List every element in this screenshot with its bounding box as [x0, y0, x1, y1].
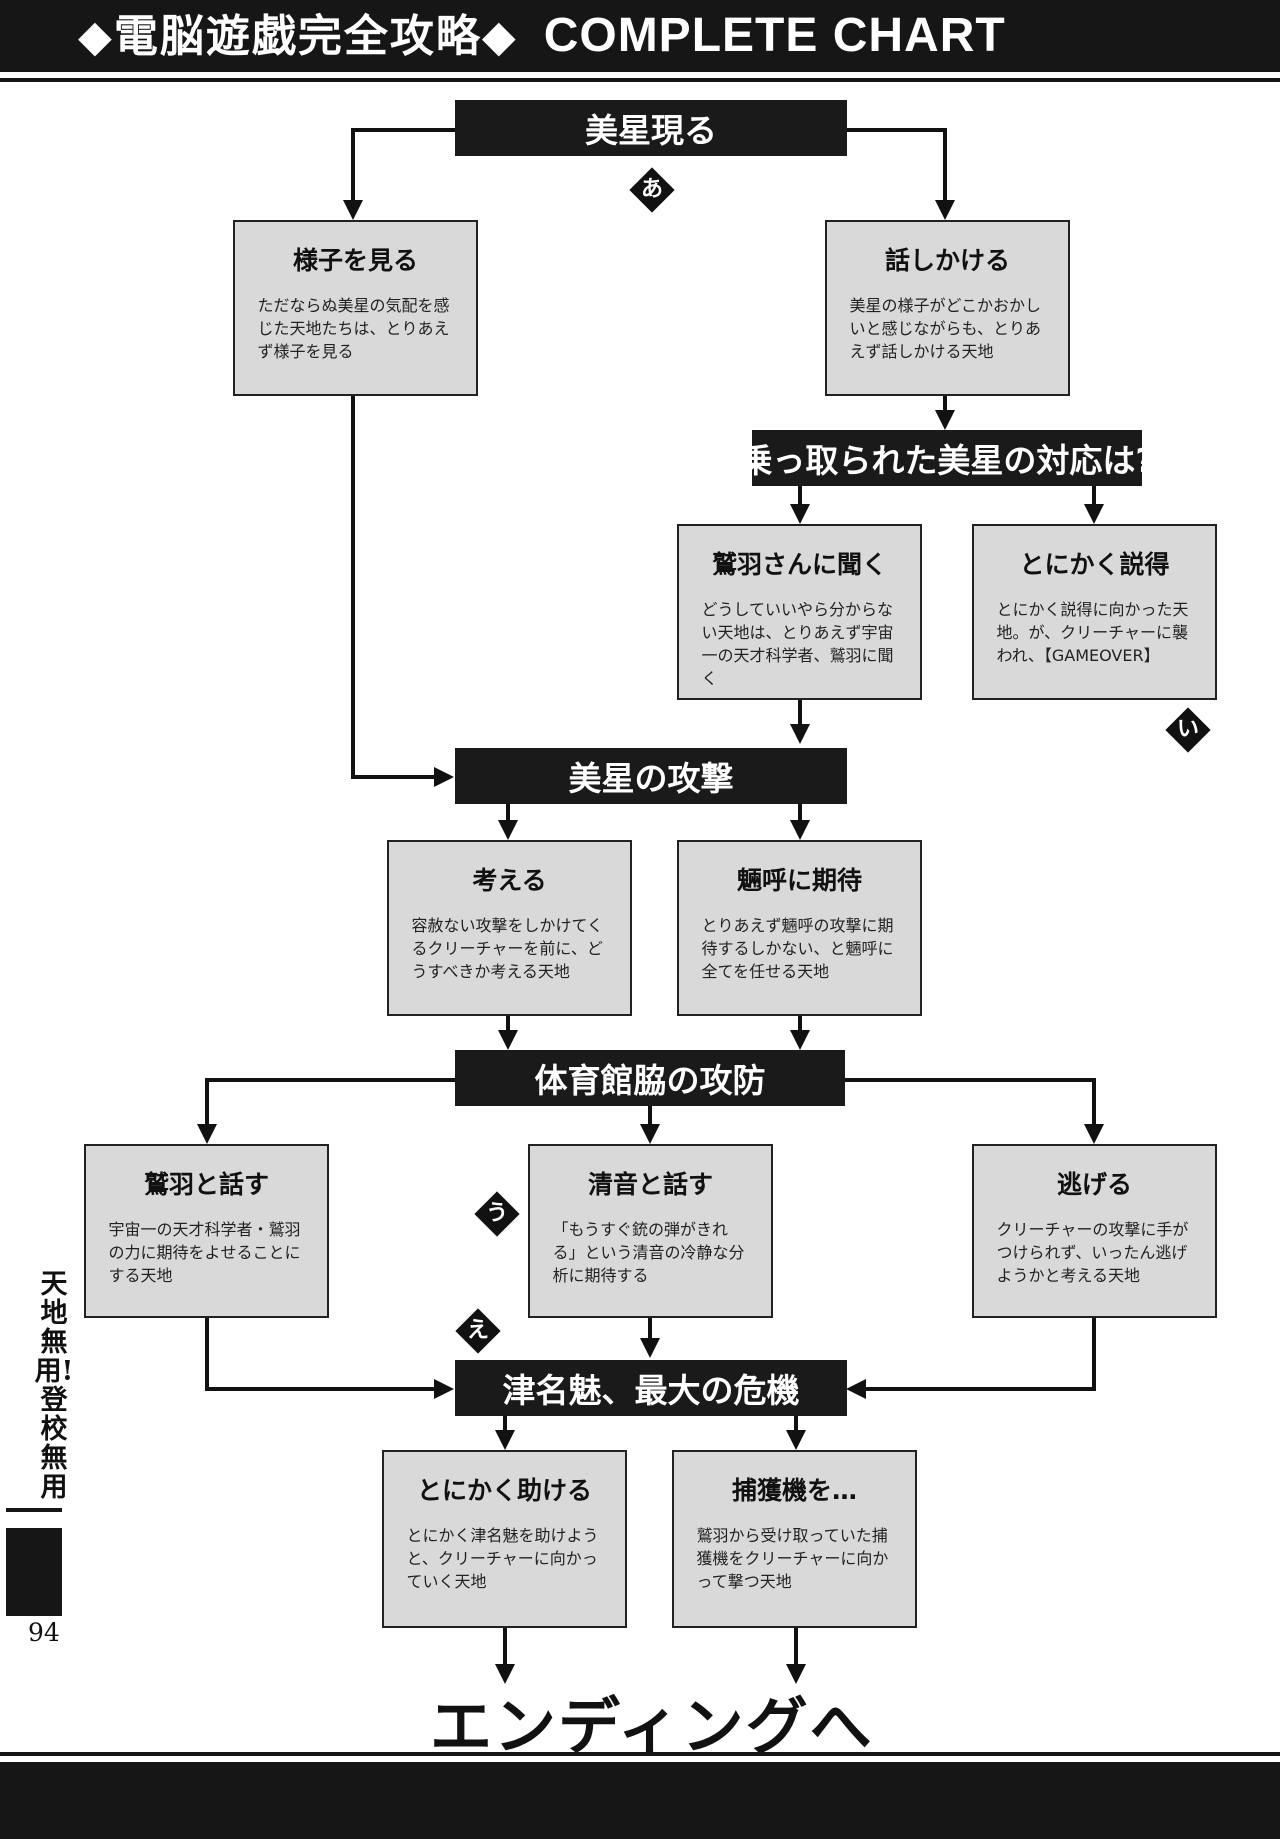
marker-label: あ [640, 177, 663, 202]
option-description: とにかく説得に向かった天地。が、クリーチャーに襲われ、【GAMEOVER】 [996, 600, 1189, 665]
option-title: 様子を見る [292, 246, 418, 275]
flow-header-h5: 津名魅、最大の危機 [455, 1360, 847, 1416]
ending-label: エンディングへ [430, 1690, 874, 1763]
option-title: 鷲羽さんに聞く [711, 550, 887, 579]
option-box-b1: 様子を見る ただならぬ美星の気配を感じた天地たちは、とりあえず様子を見る [233, 220, 478, 396]
header-title-en: COMPLETE CHART [543, 9, 1006, 62]
marker-u: う [474, 1191, 520, 1237]
option-title: 考える [472, 866, 547, 895]
option-description: 美星の様子がどこかおかしいと感じながらも、とりあえず話しかける天地 [849, 296, 1042, 361]
connector-h4-b7 [197, 1078, 455, 1144]
option-description: とりあえず魎呼の攻撃に期待するしかない、と魎呼に全てを任せる天地 [701, 916, 894, 981]
option-box-b3: 鷲羽さんに聞く どうしていいやら分からない天地は、とりあえず宇宙一の天才科学者、… [677, 524, 922, 700]
flow-header-h1: 美星現る [455, 100, 847, 156]
option-description: 宇宙一の天才科学者・鷲羽の力に期待をよせることにする天地 [108, 1220, 301, 1285]
header-title-ja: ◆電脳遊戯完全攻略◆ [78, 11, 518, 62]
marker-label: う [485, 1201, 508, 1226]
flow-header-h3: 美星の攻撃 [455, 748, 847, 804]
connector-h1-b1 [343, 128, 455, 220]
option-box-b2: 話しかける 美星の様子がどこかおかしいと感じながらも、とりあえず話しかける天地 [825, 220, 1070, 396]
footer-bar [0, 1762, 1280, 1839]
connector-h4-b9 [845, 1078, 1104, 1144]
option-title: 捕獲機を… [731, 1476, 857, 1505]
option-description: 鷲羽から受け取っていた捕獲機をクリーチャーに向かって撃つ天地 [696, 1526, 889, 1591]
option-box-b6: 魎呼に期待 とりあえず魎呼の攻撃に期待するしかない、と魎呼に全てを任せる天地 [677, 840, 922, 1016]
option-box-b4: とにかく説得 とにかく説得に向かった天地。が、クリーチャーに襲われ、【GAMEO… [972, 524, 1217, 700]
marker-label: い [1176, 717, 1199, 742]
option-title: 魎呼に期待 [736, 866, 862, 895]
connector-b7-h5 [205, 1318, 454, 1399]
option-box-b8: 清音と話す 「もうすぐ銃の弾がきれる」という清音の冷静な分析に期待する [528, 1144, 773, 1318]
header-bar: ◆電脳遊戯完全攻略◆ COMPLETE CHART [0, 0, 1280, 72]
option-description: どうしていいやら分からない天地は、とりあえず宇宙一の天才科学者、鷲羽に聞く [701, 600, 894, 688]
option-title: 清音と話す [587, 1170, 713, 1199]
sidebar-rule [6, 1604, 62, 1608]
sidebar-rule [6, 1508, 62, 1512]
option-title: とにかく助ける [416, 1476, 592, 1505]
option-description: ただならぬ美星の気配を感じた天地たちは、とりあえず様子を見る [257, 296, 450, 361]
option-box-b7: 鷲羽と話す 宇宙一の天才科学者・鷲羽の力に期待をよせることにする天地 [84, 1144, 329, 1318]
connector-h1-b2 [847, 128, 955, 220]
option-description: とにかく津名魅を助けようと、クリーチャーに向かっていく天地 [406, 1526, 599, 1591]
option-box-b5: 考える 容赦ない攻撃をしかけてくるクリーチャーを前に、どうすべきか考える天地 [387, 840, 632, 1016]
option-title: とにかく説得 [1019, 550, 1170, 579]
flow-header-h2: 乗っ取られた美星の対応は? [739, 430, 1155, 486]
option-description: クリーチャーの攻撃に手がつけられず、いったん逃げようかと考える天地 [996, 1220, 1189, 1285]
option-title: 鷲羽と話す [143, 1170, 269, 1199]
marker-e: え [455, 1308, 501, 1354]
flow-header-h4: 体育館脇の攻防 [455, 1050, 845, 1106]
option-box-b9: 逃げる クリーチャーの攻撃に手がつけられず、いったん逃げようかと考える天地 [972, 1144, 1217, 1318]
sidebar-block [6, 1518, 62, 1616]
option-title: 逃げる [1056, 1170, 1132, 1199]
option-box-b11: 捕獲機を… 鷲羽から受け取っていた捕獲機をクリーチャーに向かって撃つ天地 [672, 1450, 917, 1628]
marker-i: い [1165, 707, 1211, 753]
option-title: 話しかける [884, 246, 1010, 275]
connector-b1-h3 [351, 396, 454, 787]
footer-rule [0, 1752, 1280, 1756]
marker-a: あ [629, 167, 675, 213]
option-description: 容赦ない攻撃をしかけてくるクリーチャーを前に、どうすべきか考える天地 [411, 916, 604, 981]
marker-label: え [466, 1318, 489, 1343]
sidebar-title: 天地無用!登校無用 [34, 1269, 74, 1503]
connector-b9-h5 [846, 1318, 1096, 1399]
option-box-b10: とにかく助ける とにかく津名魅を助けようと、クリーチャーに向かっていく天地 [382, 1450, 627, 1628]
header-rule [0, 78, 1280, 82]
option-description: 「もうすぐ銃の弾がきれる」という清音の冷静な分析に期待する [552, 1220, 745, 1285]
page-header-title: ◆電脳遊戯完全攻略◆ COMPLETE CHART [78, 6, 1006, 66]
page-number: 94 [28, 1618, 60, 1647]
